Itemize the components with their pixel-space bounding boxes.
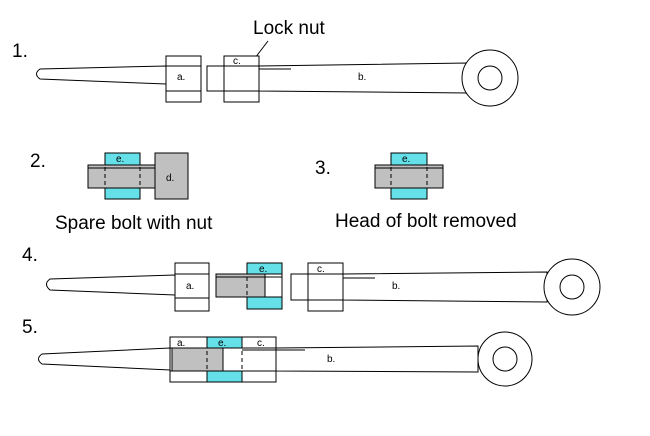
part-e-label-step5: e. bbox=[218, 338, 226, 349]
lock-nut-c-step4 bbox=[307, 262, 344, 312]
socket-a bbox=[165, 55, 202, 103]
part-c-label-step5: c. bbox=[257, 338, 265, 349]
eye-ring-inner-step5 bbox=[492, 346, 518, 372]
part-e-label-step2: e. bbox=[116, 154, 124, 165]
part-a-label: a. bbox=[177, 72, 185, 83]
step-3-number: 3. bbox=[315, 158, 331, 179]
step-2-group: 2. e. d. Spare bolt with nut bbox=[30, 151, 213, 234]
eye-ring-inner bbox=[477, 65, 503, 91]
step-5-number: 5. bbox=[22, 317, 38, 338]
bolt-step5-shaft bbox=[171, 347, 224, 372]
eye-ring-inner-step4 bbox=[559, 274, 585, 300]
step-3-group: 3. e. Head of bolt removed bbox=[315, 152, 517, 232]
nut-e-bore-step4 bbox=[264, 273, 283, 298]
part-b-label: b. bbox=[358, 72, 366, 83]
step-1-group: 1. Lock nut a. c. b. bbox=[12, 18, 519, 107]
lock-nut-label: Lock nut bbox=[253, 18, 326, 39]
nut-e-bottom-step4 bbox=[246, 296, 283, 310]
spare-nut-e-bottom bbox=[104, 187, 141, 200]
head-removed-caption: Head of bolt removed bbox=[335, 211, 517, 232]
handle-a-shaft-step5 bbox=[38, 347, 171, 371]
nut-e-top bbox=[390, 152, 428, 166]
step-4-number: 4. bbox=[22, 245, 38, 266]
part-c-label: c. bbox=[233, 56, 241, 67]
part-d-label: d. bbox=[166, 173, 174, 184]
part-e-label-step3: e. bbox=[402, 154, 410, 165]
rod-b-shaft-step4 bbox=[342, 271, 548, 303]
handle-a-shaft bbox=[36, 65, 167, 85]
part-b-label-step4: b. bbox=[392, 281, 400, 292]
part-b-label-step5: b. bbox=[327, 354, 335, 365]
nut-e-bottom-step5 bbox=[206, 370, 243, 383]
part-a-label-step4: a. bbox=[186, 281, 194, 292]
part-a-label-step5: a. bbox=[177, 338, 185, 349]
rod-b-shaft-step5 bbox=[275, 345, 479, 373]
step-4-group: 4. a. e. c. b. bbox=[22, 245, 601, 316]
lock-nut-pointer bbox=[254, 40, 269, 59]
step-1-number: 1. bbox=[12, 41, 28, 62]
handle-a-shaft-step4 bbox=[46, 274, 176, 296]
nut-e-bottom bbox=[390, 187, 428, 200]
part-c-label-step4: c. bbox=[317, 264, 325, 275]
bolt-head-d bbox=[154, 152, 189, 200]
lock-nut-c bbox=[223, 55, 260, 103]
spare-nut-e-top bbox=[104, 152, 141, 166]
step-5-group: 5. a. e. c. b. bbox=[22, 317, 533, 387]
socket-a-step4 bbox=[174, 262, 210, 312]
step-2-number: 2. bbox=[30, 151, 46, 172]
part-e-label-step4: e. bbox=[259, 264, 267, 275]
spare-bolt-caption: Spare bolt with nut bbox=[55, 213, 213, 234]
